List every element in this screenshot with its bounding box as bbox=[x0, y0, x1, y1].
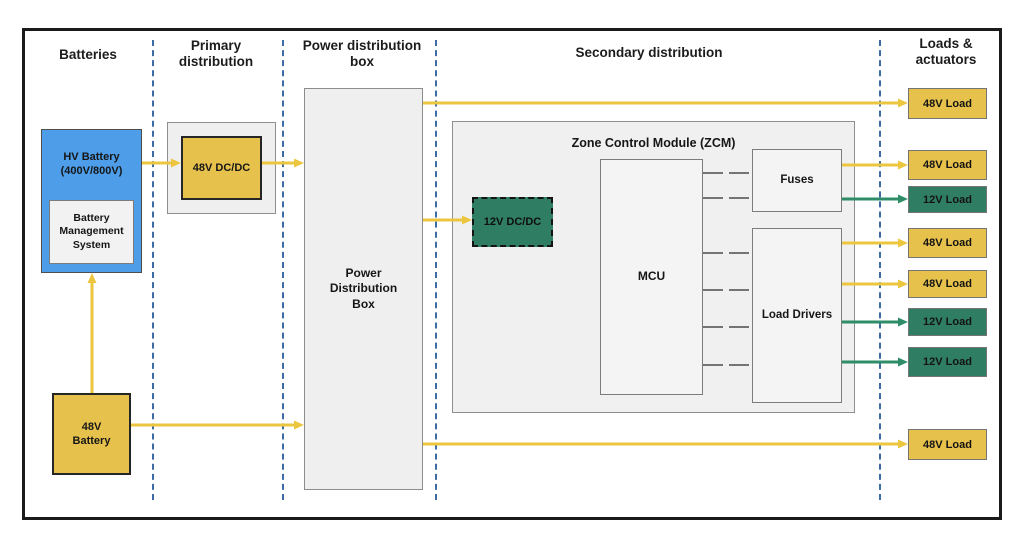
bms-node: Battery Management System bbox=[49, 200, 134, 264]
mcu-node: MCU bbox=[600, 159, 703, 395]
column-divider-3 bbox=[435, 40, 437, 500]
column-header-batteries: Batteries bbox=[59, 47, 117, 62]
column-header-power-distribution-box: Power distribution box bbox=[302, 38, 422, 70]
load-node-8: 48V Load bbox=[908, 429, 987, 460]
column-header-secondary-distribution: Secondary distribution bbox=[575, 45, 723, 60]
load-node-1: 48V Load bbox=[908, 88, 987, 119]
column-divider-2 bbox=[282, 40, 284, 500]
zcm-title: Zone Control Module (ZCM) bbox=[571, 136, 736, 150]
load-node-4: 48V Load bbox=[908, 228, 987, 258]
load-drivers-node: Load Drivers bbox=[752, 228, 842, 403]
load-node-5: 48V Load bbox=[908, 270, 987, 298]
column-divider-4 bbox=[879, 40, 881, 500]
dcdc-48v-node: 48V DC/DC bbox=[181, 136, 262, 200]
battery-48v-node: 48V Battery bbox=[52, 393, 131, 475]
load-node-3: 12V Load bbox=[908, 186, 987, 213]
load-node-2: 48V Load bbox=[908, 150, 987, 180]
column-header-primary-distribution: Primary distribution bbox=[178, 38, 254, 70]
fuses-node: Fuses bbox=[752, 149, 842, 212]
power-distribution-box-node: Power Distribution Box bbox=[304, 88, 423, 490]
load-node-6: 12V Load bbox=[908, 308, 987, 336]
hv-battery-label: HV Battery (400V/800V) bbox=[60, 150, 123, 177]
load-node-7: 12V Load bbox=[908, 347, 987, 377]
column-header-loads-actuators: Loads & actuators bbox=[915, 36, 977, 68]
dcdc-12v-node: 12V DC/DC bbox=[472, 197, 553, 247]
column-divider-1 bbox=[152, 40, 154, 500]
